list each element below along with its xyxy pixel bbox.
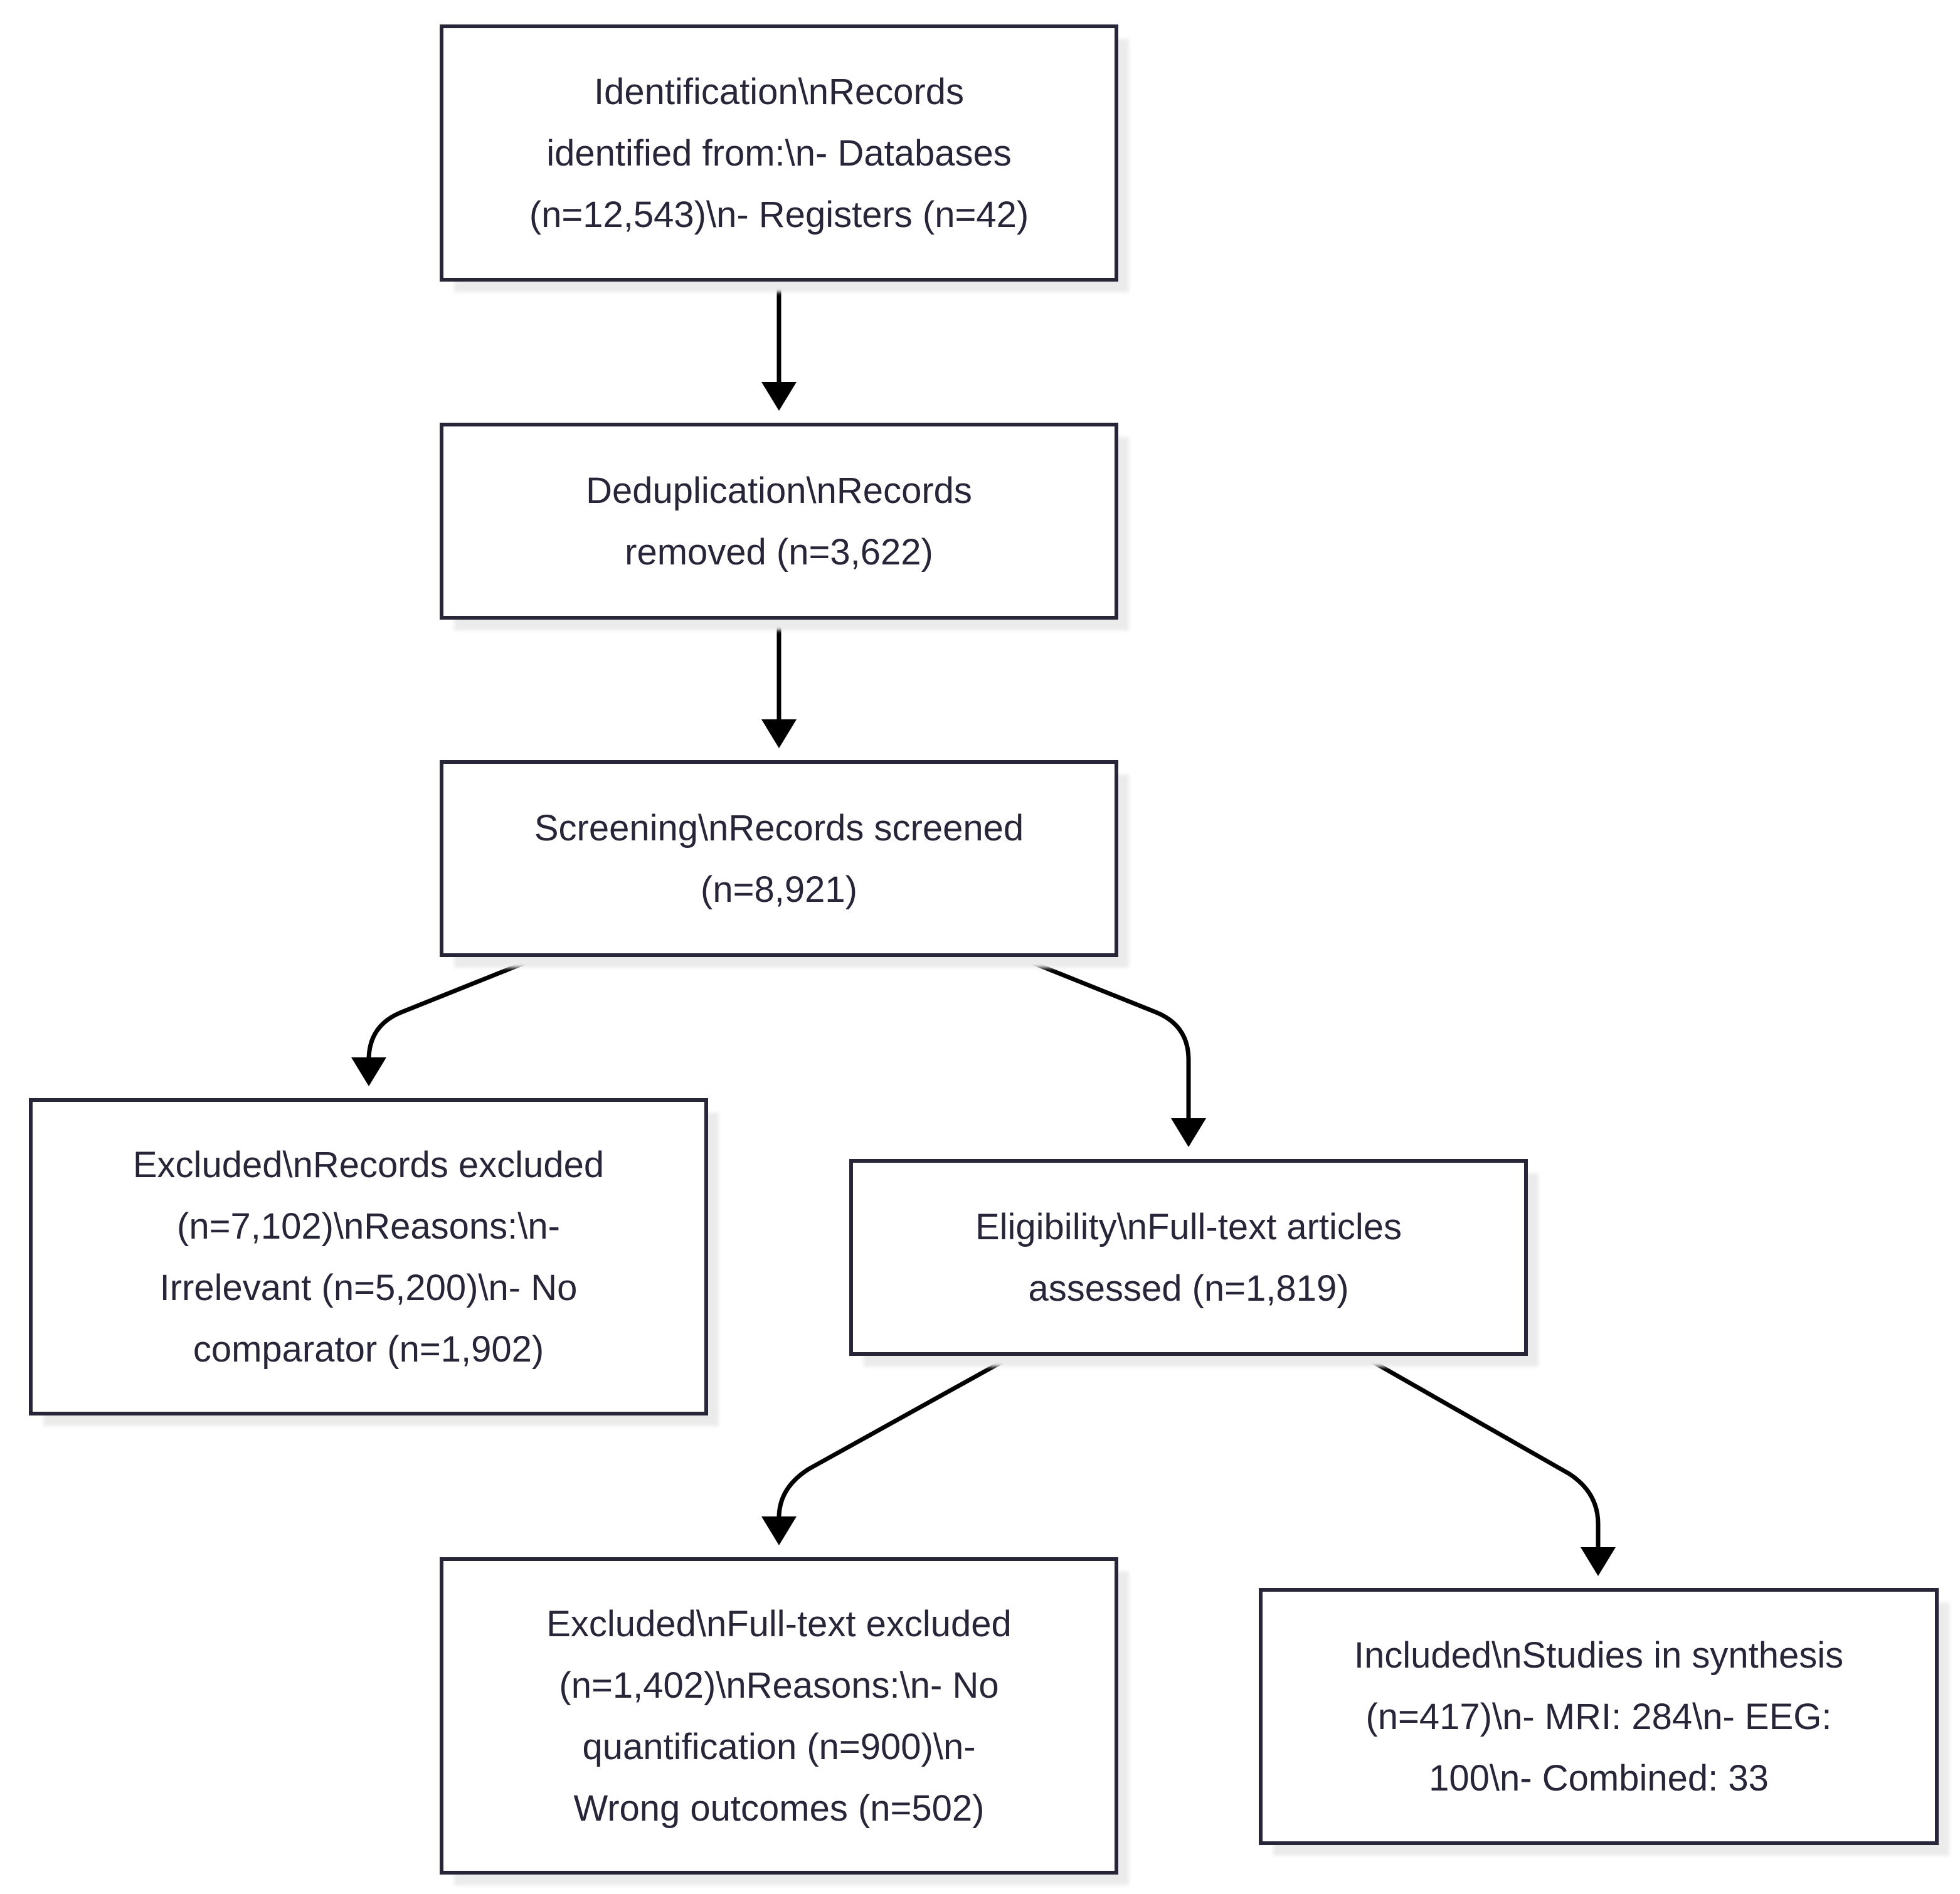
- arrowhead-icon: [1581, 1547, 1616, 1576]
- nodes-layer: Identification\nRecords identified from:\…: [29, 24, 1949, 1885]
- node-text-line: (n=1,402)\nReasons:\n- No: [559, 1665, 999, 1706]
- edges-layer: [351, 277, 1616, 1576]
- arrowhead-icon: [351, 1057, 386, 1086]
- node-text-line: Excluded\nFull-text excluded: [546, 1604, 1012, 1644]
- node-text-line: comparator (n=1,902): [193, 1329, 544, 1370]
- node-text-line: (n=7,102)\nReasons:\n-: [177, 1206, 560, 1247]
- node-text-line: Deduplication\nRecords: [586, 470, 972, 511]
- node-text-line: identified from:\n- Databases: [546, 133, 1011, 174]
- edge-eligibility-to-excluded-fulltext: [761, 1352, 1019, 1545]
- edge-screening-to-excluded-records: [351, 953, 546, 1086]
- node-box: [440, 423, 1118, 620]
- node-text-line: Wrong outcomes (n=502): [574, 1788, 985, 1829]
- node-box: [1259, 1588, 1939, 1845]
- edge-line: [366, 953, 546, 1064]
- node-included: Included\nStudies in synthesis (n=417)\n-…: [1259, 1588, 1949, 1856]
- edge-line: [1011, 953, 1191, 1124]
- node-excluded-fulltext: Excluded\nFull-text excluded (n=1,402)\nR…: [440, 1557, 1129, 1885]
- node-box: [440, 24, 1118, 282]
- edge-eligibility-to-included: [1357, 1352, 1616, 1576]
- edge-line: [776, 1352, 1019, 1523]
- node-text-line: assessed (n=1,819): [1028, 1268, 1348, 1309]
- node-text-line: Irrelevant (n=5,200)\n- No: [160, 1267, 578, 1308]
- node-box: [440, 1557, 1118, 1875]
- node-box: [849, 1159, 1528, 1356]
- node-excluded-records: Excluded\nRecords excluded (n=7,102)\nRea…: [29, 1098, 719, 1426]
- node-text-line: removed (n=3,622): [625, 532, 933, 573]
- node-text-line: (n=8,921): [701, 869, 857, 910]
- node-text-line: Eligibility\nFull-text articles: [975, 1207, 1402, 1247]
- node-eligibility: Eligibility\nFull-text articles assessed …: [849, 1159, 1539, 1367]
- node-text-line: Identification\nRecords: [594, 71, 964, 112]
- node-box: [29, 1098, 708, 1415]
- node-screening: Screening\nRecords screened (n=8,921): [440, 760, 1129, 968]
- node-identification: Identification\nRecords identified from:\…: [440, 24, 1129, 292]
- edge-line: [1357, 1352, 1601, 1553]
- arrowhead-icon: [1171, 1118, 1206, 1147]
- node-text-line: (n=417)\n- MRI: 284\n- EEG:: [1365, 1696, 1831, 1737]
- node-text-line: quantification (n=900)\n-: [582, 1727, 975, 1767]
- arrowhead-icon: [761, 382, 797, 411]
- node-text-line: 100\n- Combined: 33: [1429, 1758, 1769, 1799]
- node-text-line: Screening\nRecords screened: [534, 808, 1024, 849]
- edge-screening-to-eligibility: [1011, 953, 1206, 1147]
- arrowhead-icon: [761, 1516, 797, 1545]
- node-box: [440, 760, 1118, 957]
- node-text-line: (n=12,543)\n- Registers (n=42): [529, 194, 1029, 235]
- arrowhead-icon: [761, 719, 797, 748]
- node-text-line: Excluded\nRecords excluded: [133, 1145, 604, 1185]
- edge-deduplication-to-screening: [761, 615, 797, 748]
- node-text-line: Included\nStudies in synthesis: [1354, 1635, 1843, 1676]
- edge-identification-to-deduplication: [761, 277, 797, 411]
- node-deduplication: Deduplication\nRecords removed (n=3,622): [440, 423, 1129, 630]
